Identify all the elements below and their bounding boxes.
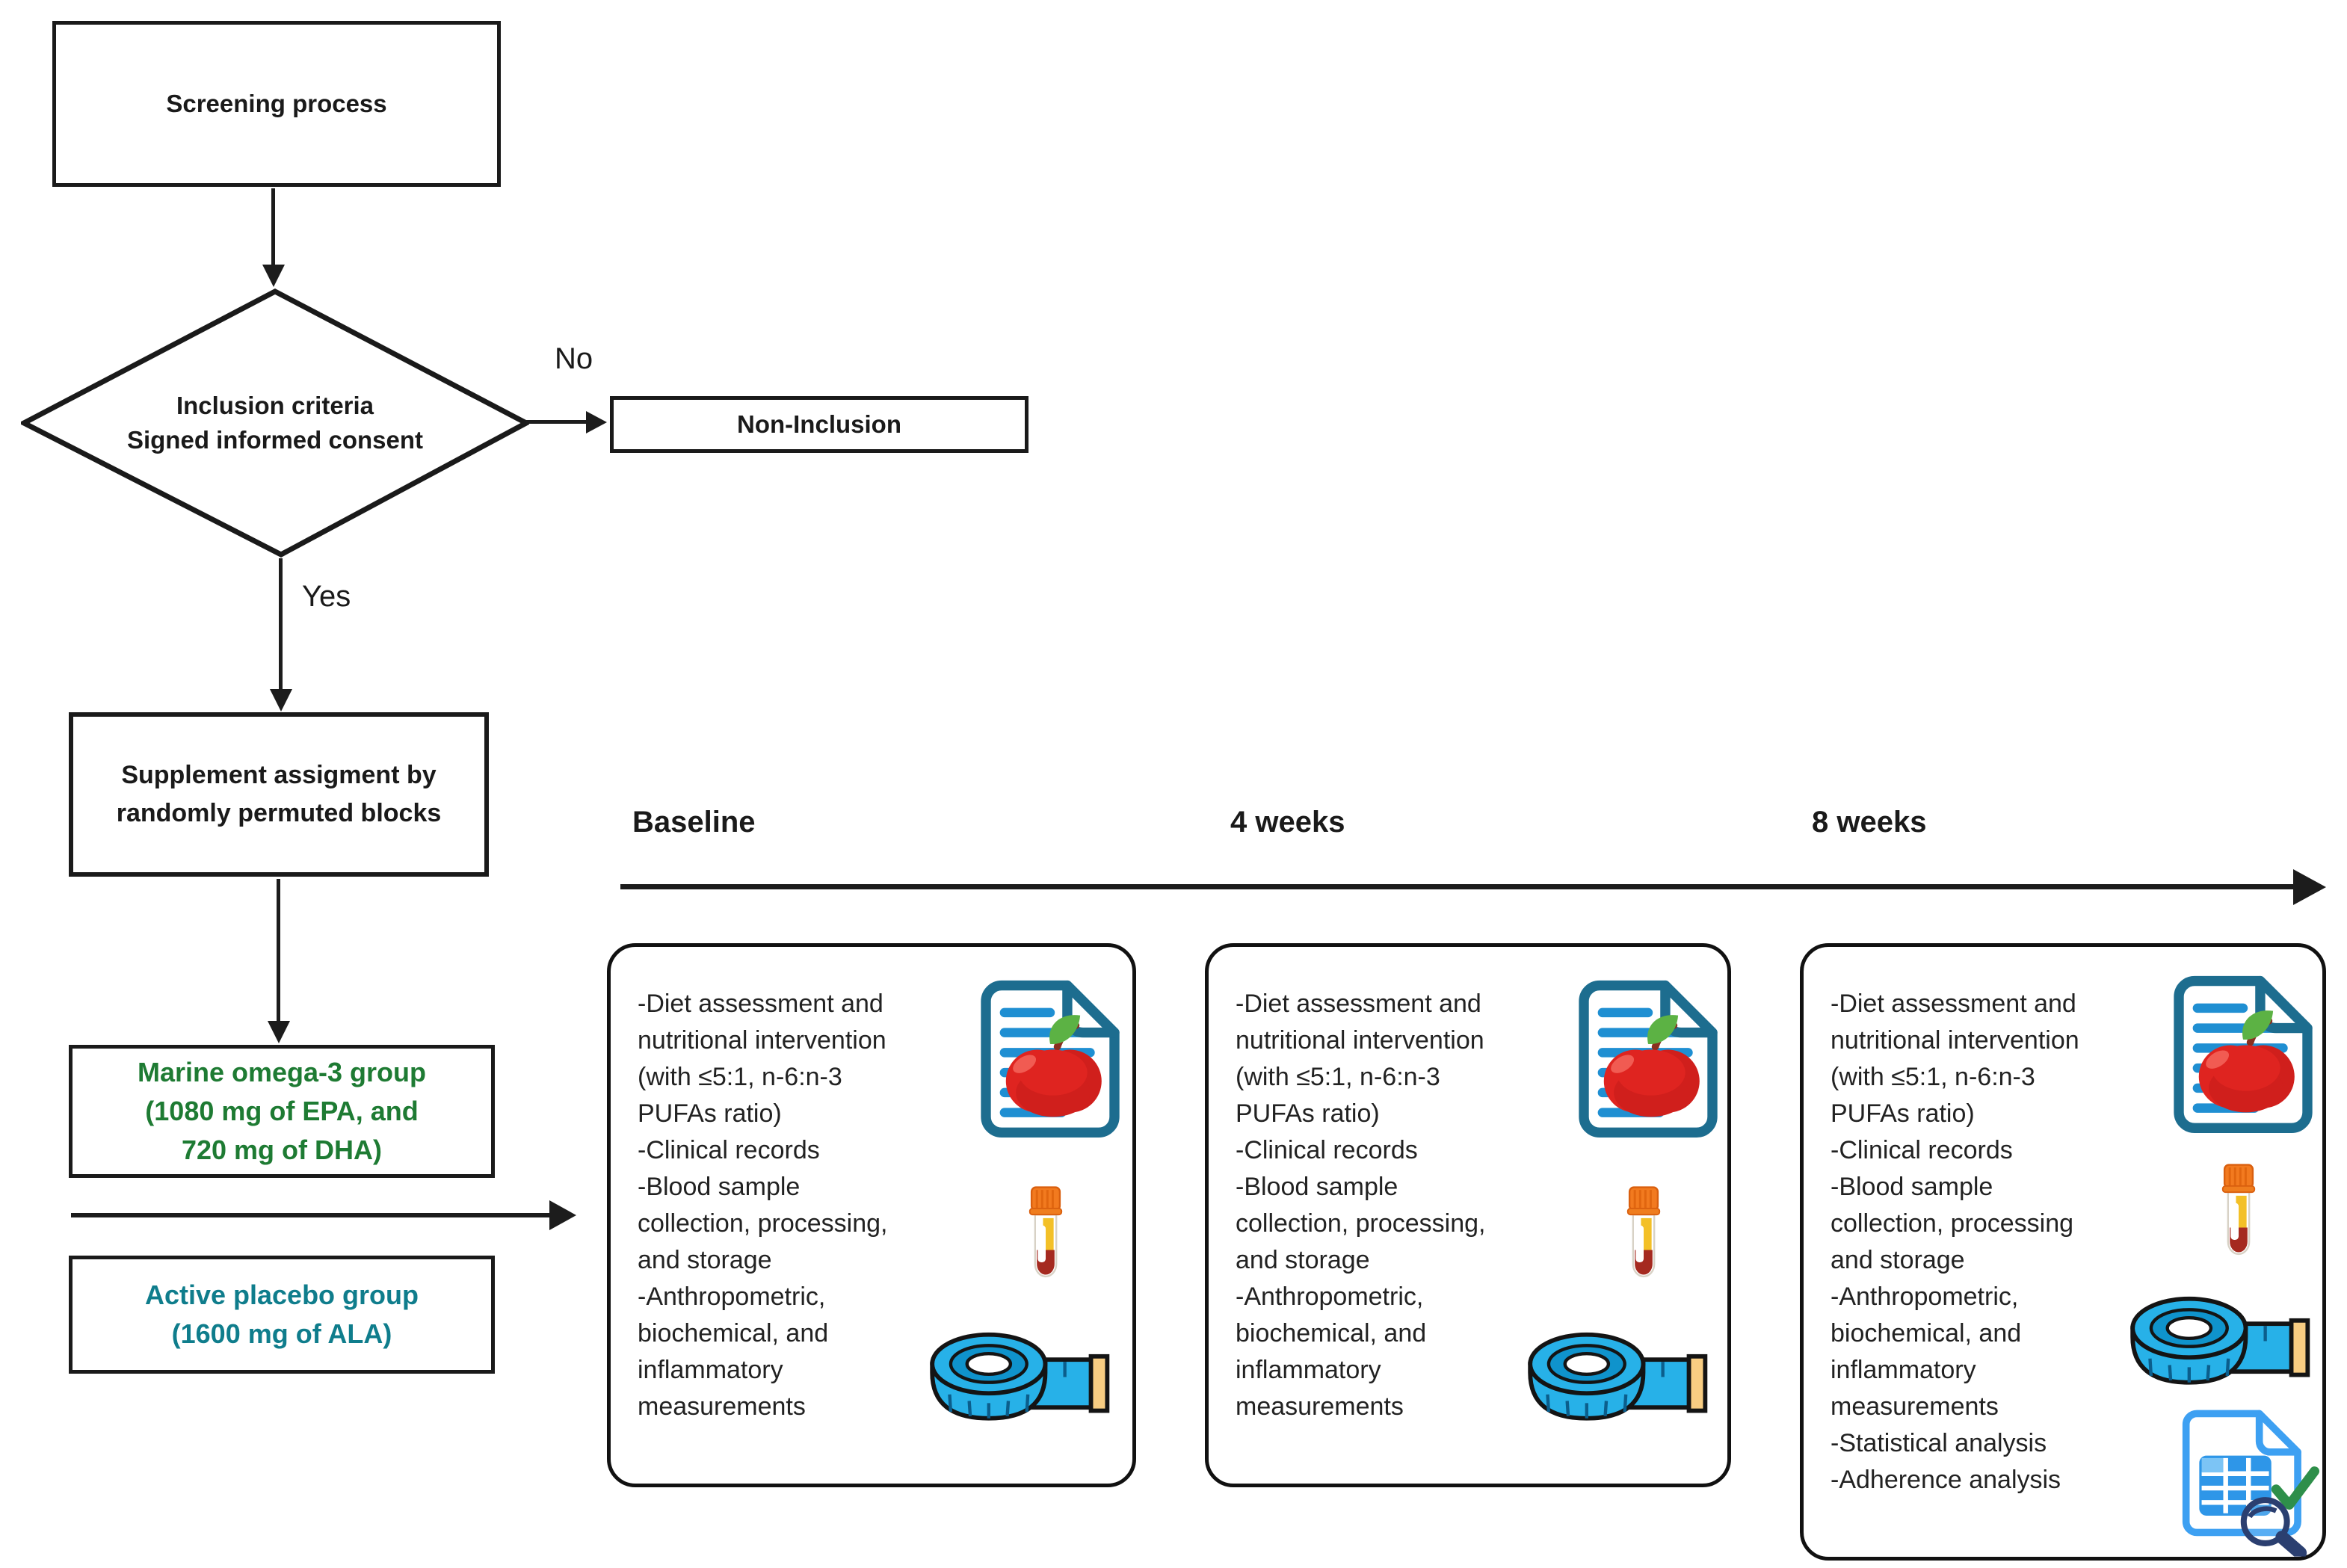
text-line: PUFAs ratio): [1831, 1099, 1975, 1128]
arrowhead-down-icon: [267, 1021, 290, 1043]
arrow-groups-to-timeline: [71, 1200, 576, 1230]
diet-document-icon: [978, 978, 1122, 1138]
timeline-arrow: [620, 868, 2326, 905]
text-line: Marine omega-3 group: [137, 1056, 427, 1087]
text-line: biochemical, and: [1236, 1319, 1427, 1348]
text-line: inflammatory: [1831, 1356, 1976, 1384]
no-branch-label: No: [555, 342, 593, 375]
placebo-group-box: Active placebo group (1600 mg of ALA): [69, 1256, 495, 1374]
text-line: -Clinical records: [1831, 1136, 2013, 1164]
text-line: PUFAs ratio): [1236, 1099, 1380, 1128]
text-line: measurements: [1831, 1392, 1999, 1421]
arrowhead-down-icon: [269, 689, 292, 712]
text-line: and storage: [1831, 1246, 1965, 1274]
text-line: -Anthropometric,: [1236, 1283, 1424, 1311]
screening-box: Screening process: [52, 21, 501, 187]
supplement-assignment-box: Supplement assigment by randomly permuted…: [69, 712, 489, 877]
text-line: (1600 mg of ALA): [171, 1318, 392, 1349]
text-line: Inclusion criteria: [176, 391, 374, 419]
text-line: -Blood sample: [638, 1173, 801, 1201]
text-line: Signed informed consent: [126, 426, 424, 454]
text-line: -Blood sample: [1236, 1173, 1398, 1201]
text-line: 720 mg of DHA): [181, 1135, 383, 1166]
arrowhead-right-icon: [2293, 868, 2326, 905]
text-line: and storage: [1236, 1246, 1370, 1274]
text-line: and storage: [638, 1246, 772, 1274]
text-line: PUFAs ratio): [638, 1099, 782, 1128]
diet-document-icon: [1576, 978, 1720, 1138]
text-line: Supplement assigment by: [121, 761, 437, 789]
text-line: nutritional intervention: [1236, 1026, 1484, 1055]
text-line: -Diet assessment and: [1236, 990, 1481, 1018]
data-analysis-icon: [2173, 1407, 2319, 1557]
blood-tube-icon: [1624, 1170, 1663, 1297]
timeline-label-4weeks: 4 weeks: [1230, 806, 1345, 839]
text-line: nutritional intervention: [1831, 1026, 2079, 1055]
text-line: -Anthropometric,: [638, 1283, 826, 1311]
blood-tube-icon: [2219, 1147, 2258, 1274]
timepoint-card-baseline: -Diet assessment and nutritional interven…: [607, 943, 1136, 1487]
timeline-label-baseline: Baseline: [632, 806, 756, 839]
arrow-to-groups: [267, 879, 290, 1043]
timepoint-card-4weeks: -Diet assessment and nutritional interven…: [1205, 943, 1731, 1487]
text-line: -Statistical analysis: [1831, 1429, 2047, 1457]
text-line: -Diet assessment and: [638, 990, 883, 1018]
text-line: biochemical, and: [1831, 1319, 2022, 1348]
text-line: collection, processing,: [1236, 1209, 1486, 1238]
card-text-baseline: -Diet assessment and nutritional interven…: [638, 986, 966, 1425]
text-line: inflammatory: [638, 1356, 783, 1384]
text-line: -Anthropometric,: [1831, 1283, 2019, 1311]
text-line: collection, processing,: [638, 1209, 888, 1238]
text-line: measurements: [638, 1392, 806, 1421]
measuring-tape-icon: [928, 1316, 1113, 1436]
text-line: -Blood sample: [1831, 1173, 1993, 1201]
screening-label: Screening process: [166, 90, 387, 117]
yes-branch-label: Yes: [302, 580, 351, 613]
text-line: measurements: [1236, 1392, 1404, 1421]
text-line: (with ≤5:1, n-6:n-3: [1831, 1063, 2035, 1091]
non-inclusion-label: Non-Inclusion: [737, 410, 901, 438]
text-line: inflammatory: [1236, 1356, 1381, 1384]
text-line: (with ≤5:1, n-6:n-3: [638, 1063, 842, 1091]
text-line: -Adherence analysis: [1831, 1466, 2061, 1494]
non-inclusion-box: Non-Inclusion: [610, 396, 1028, 453]
text-line: -Clinical records: [638, 1136, 820, 1164]
timeline-label-8weeks: 8 weeks: [1812, 806, 1927, 839]
diet-document-icon: [2171, 974, 2315, 1134]
text-line: Active placebo group: [144, 1279, 419, 1310]
card-text-4weeks: -Diet assessment and nutritional interven…: [1236, 986, 1564, 1425]
text-line: (with ≤5:1, n-6:n-3: [1236, 1063, 1440, 1091]
decision-diamond: [21, 288, 529, 558]
timepoint-card-8weeks: -Diet assessment and nutritional interven…: [1800, 943, 2326, 1561]
arrowhead-down-icon: [262, 265, 285, 287]
measuring-tape-icon: [2128, 1280, 2313, 1400]
text-line: collection, processing: [1831, 1209, 2074, 1238]
arrowhead-right-icon: [549, 1200, 576, 1230]
text-line: -Diet assessment and: [1831, 990, 2076, 1018]
text-line: -Clinical records: [1236, 1136, 1418, 1164]
card-text-8weeks: -Diet assessment and nutritional interven…: [1831, 986, 2159, 1498]
text-line: nutritional intervention: [638, 1026, 886, 1055]
text-line: biochemical, and: [638, 1319, 829, 1348]
text-line: randomly permuted blocks: [116, 799, 442, 827]
text-line: (1080 mg of EPA, and: [145, 1095, 419, 1126]
omega3-group-box: Marine omega-3 group (1080 mg of EPA, and…: [69, 1045, 495, 1178]
arrow-yes-branch: [269, 558, 292, 712]
blood-tube-icon: [1026, 1170, 1065, 1297]
arrowhead-right-icon: [586, 410, 607, 433]
arrow-screening-to-decision: [262, 188, 285, 287]
arrow-no-branch: [526, 410, 607, 433]
measuring-tape-icon: [1526, 1316, 1711, 1436]
